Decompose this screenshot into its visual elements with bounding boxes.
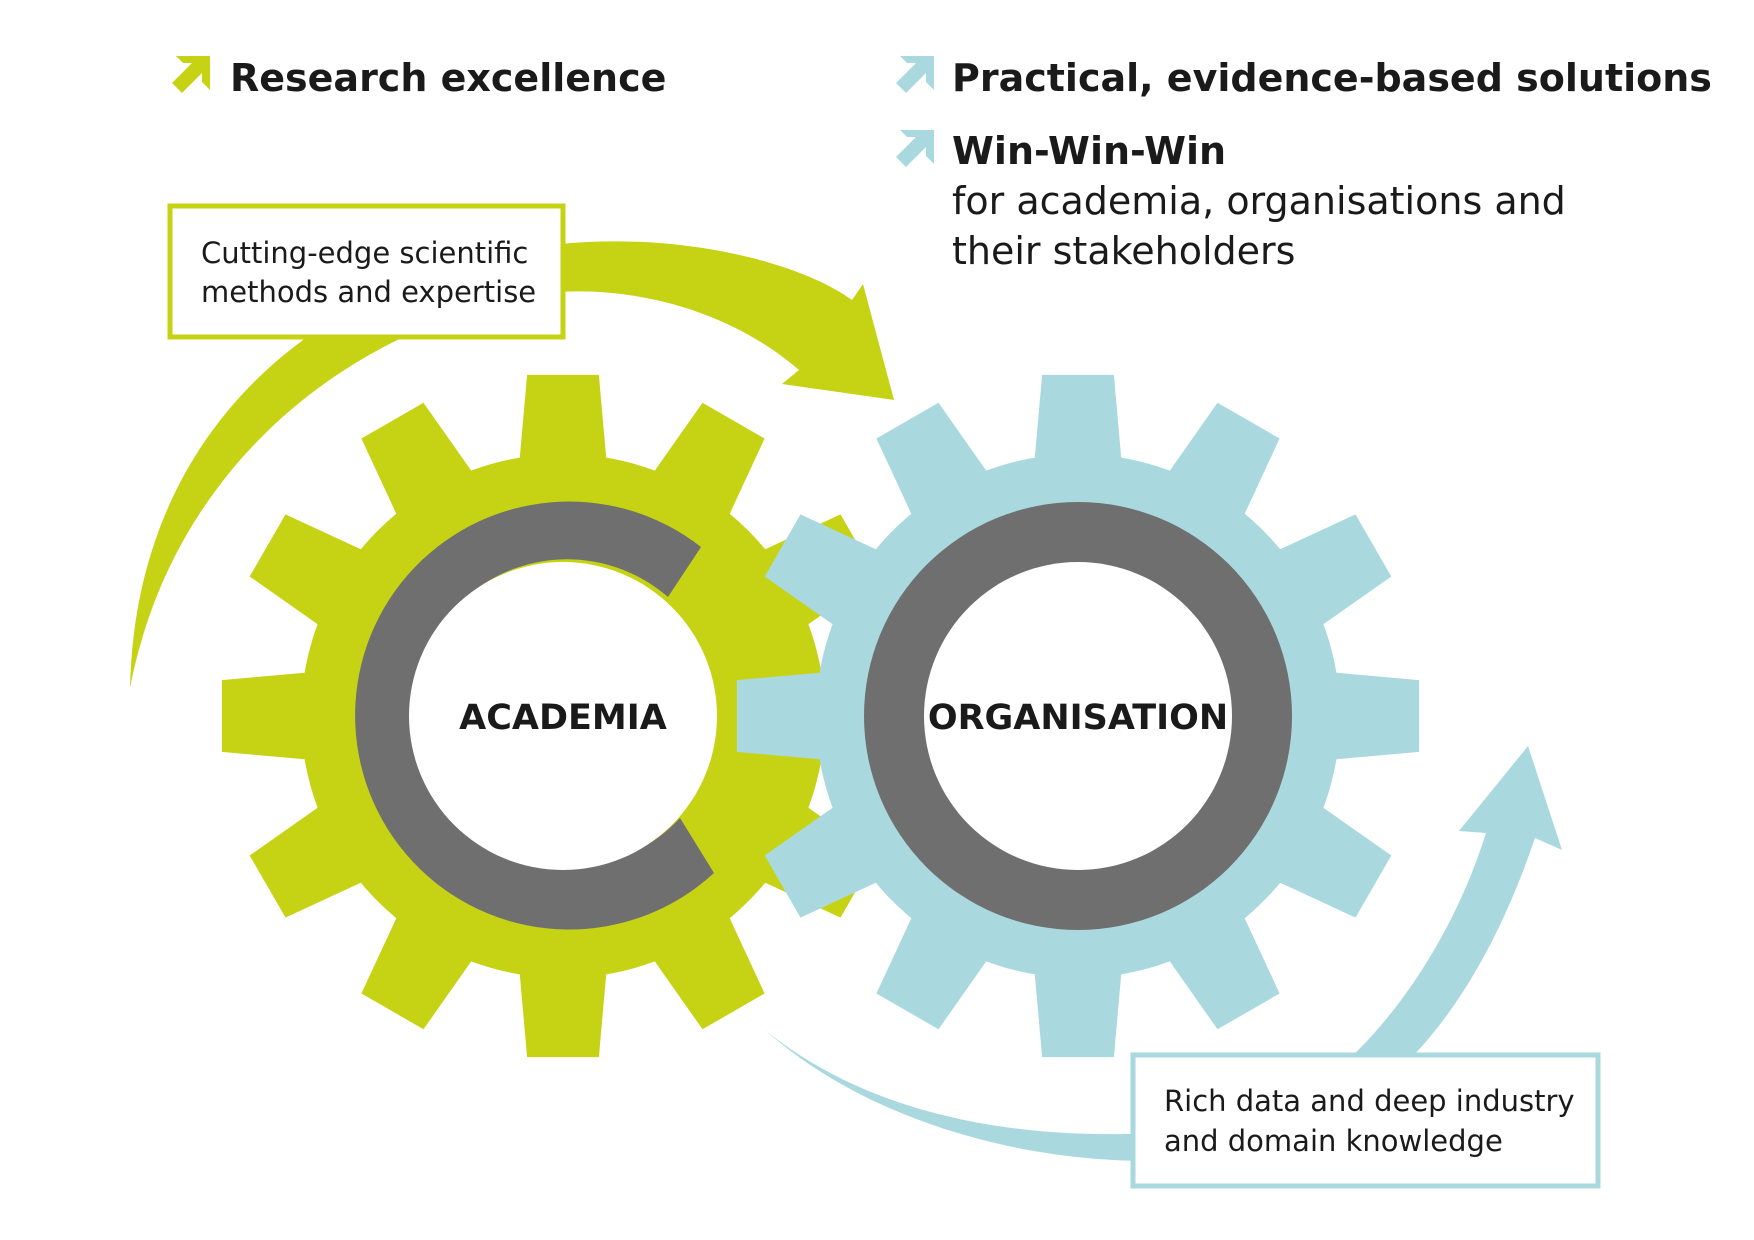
organisation-hub bbox=[924, 562, 1232, 870]
practical-solutions-heading: Practical, evidence-based solutions bbox=[952, 56, 1712, 100]
win-win-win-heading: Win-Win-Win bbox=[952, 129, 1226, 173]
arrow-up-right-icon bbox=[172, 56, 210, 93]
organisation-box-line2: and domain knowledge bbox=[1164, 1124, 1503, 1158]
academia-flow-arrow bbox=[130, 241, 894, 688]
organisation-label: ORGANISATION bbox=[928, 698, 1228, 738]
academia-label: ACADEMIA bbox=[459, 698, 667, 738]
arrow-up-right-icon bbox=[896, 130, 934, 167]
academia-box-line2: methods and expertise bbox=[201, 275, 536, 309]
academia-ring bbox=[355, 501, 714, 930]
arrow-up-right-icon bbox=[896, 56, 934, 93]
win-win-win-line2: their stakeholders bbox=[952, 229, 1295, 273]
academia-hub bbox=[409, 562, 717, 870]
academia-box-line1: Cutting-edge scientific bbox=[201, 236, 528, 270]
organisation-box-line1: Rich data and deep industry bbox=[1164, 1084, 1575, 1118]
win-win-win-line1: for academia, organisations and bbox=[952, 179, 1566, 223]
organisation-box bbox=[1130, 1052, 1601, 1189]
academia-box bbox=[167, 203, 566, 340]
research-excellence-heading: Research excellence bbox=[230, 56, 666, 100]
